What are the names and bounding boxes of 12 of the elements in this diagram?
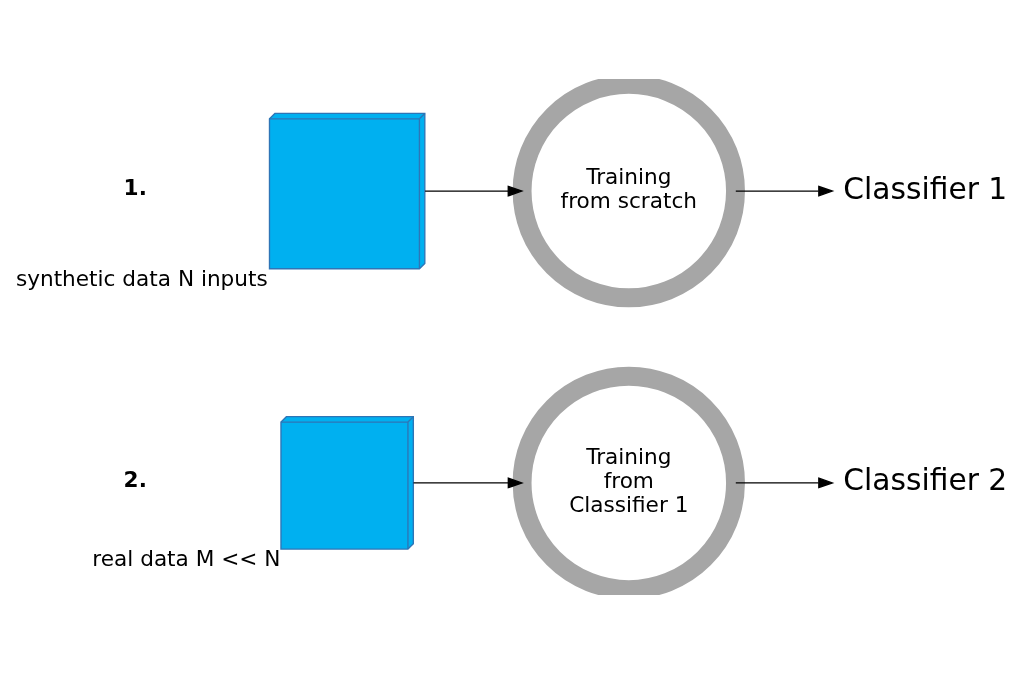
node-label: real data M << N [92,545,281,571]
node-text: Classifier 1 [843,170,1008,206]
arrow [424,184,524,197]
arrow [735,184,835,197]
label: 1. [123,174,147,200]
arrow [735,476,835,489]
node-text: Classifier 2 [843,461,1008,497]
node-circle: Training from Classifier 1 [512,366,745,595]
node-circle: Training from scratch [512,78,745,307]
node-label: synthetic data N inputs [15,265,268,291]
arrow [412,476,524,489]
label: 2. [123,466,147,492]
